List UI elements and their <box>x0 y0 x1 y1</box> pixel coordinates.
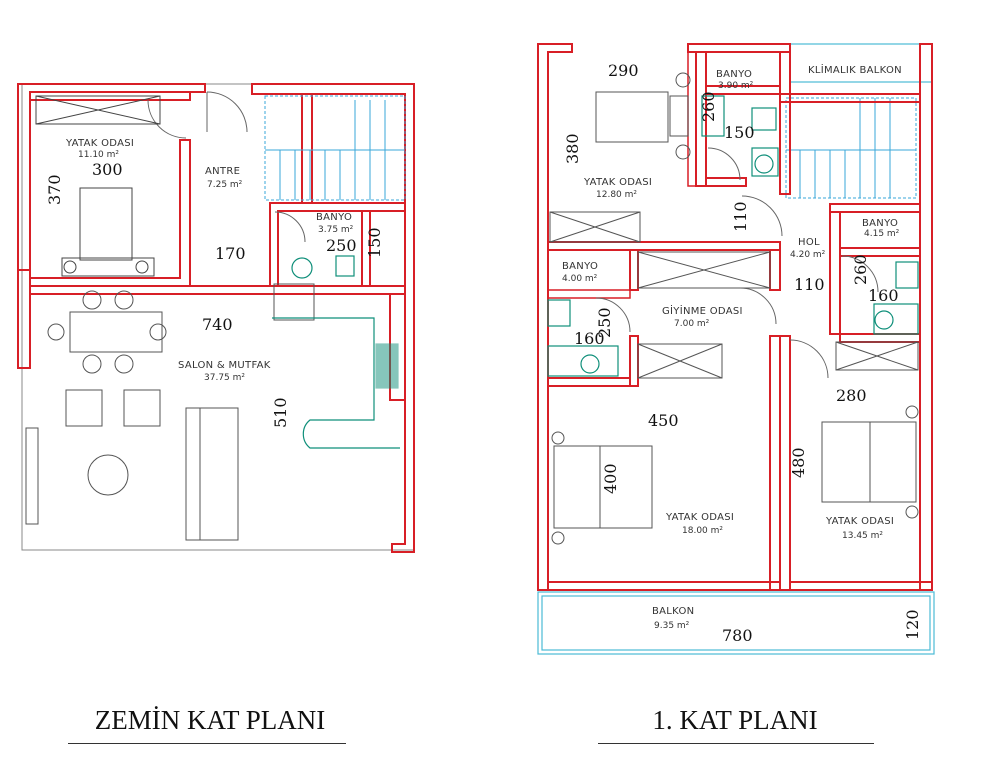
room-bed3-name: YATAK ODASI <box>825 516 894 527</box>
room-hall-name: HOL <box>798 237 820 248</box>
room-bath3-name: BANYO <box>562 261 598 272</box>
dim-250: 250 <box>595 307 614 338</box>
first-stairs <box>785 97 917 199</box>
ground-labels: 300 370 170 250 150 740 510 YATAK ODASI … <box>45 138 384 428</box>
ground-furniture <box>25 283 315 541</box>
room-dressing-name: GİYİNME ODASI <box>662 304 743 317</box>
first-furniture <box>549 72 919 545</box>
ground-stairs <box>264 95 406 201</box>
room-bath1-name: BANYO <box>716 69 752 80</box>
room-bath2-area: 4.15 m² <box>864 229 900 239</box>
room-bath2-name: BANYO <box>862 218 898 229</box>
room-bed2-area: 18.00 m² <box>682 526 723 536</box>
dim-510: 510 <box>271 397 290 428</box>
room-dressing-area: 7.00 m² <box>674 319 710 329</box>
first-fixtures <box>547 95 919 377</box>
dim-170: 170 <box>215 244 246 263</box>
first-doors <box>595 147 879 379</box>
room-living-name: SALON & MUTFAK <box>178 360 271 371</box>
dim-160b: 160 <box>574 329 605 348</box>
room-bath1-area: 3.90 m² <box>718 81 754 91</box>
room-living-area: 37.75 m² <box>204 373 245 383</box>
room-entry-area: 7.25 m² <box>207 180 243 190</box>
room-entry-name: ANTRE <box>205 166 240 177</box>
room-bedroom-name: YATAK ODASI <box>65 138 134 149</box>
dim-400: 400 <box>601 463 620 494</box>
ground-floor-plan: 300 370 170 250 150 740 510 YATAK ODASI … <box>17 83 415 553</box>
dim-450: 450 <box>648 411 679 430</box>
ground-kitchen <box>272 255 400 449</box>
dim-380: 380 <box>563 133 582 164</box>
dim-280: 280 <box>836 386 867 405</box>
first-floor-title: 1. KAT PLANI <box>652 705 818 735</box>
room-bed1-area: 12.80 m² <box>596 190 637 200</box>
dim-740: 740 <box>202 315 233 334</box>
room-balcony-name: BALKON <box>652 606 694 617</box>
room-bed3-area: 13.45 m² <box>842 531 883 541</box>
dim-250: 250 <box>326 236 357 255</box>
room-bath3-area: 4.00 m² <box>562 274 598 284</box>
dim-120: 120 <box>903 609 922 640</box>
first-walls <box>537 43 933 591</box>
ground-doors <box>147 91 306 243</box>
first-labels: 290 380 260 150 110 110 260 160 250 160 … <box>562 61 922 645</box>
dim-150: 150 <box>365 227 384 258</box>
first-floor-plan: 290 380 260 150 110 110 260 160 250 160 … <box>537 43 935 655</box>
ground-title-underline <box>68 743 346 744</box>
room-bed2-name: YATAK ODASI <box>665 512 734 523</box>
ground-floor-title: ZEMİN KAT PLANI <box>94 705 326 735</box>
dim-780: 780 <box>722 626 753 645</box>
dim-160a: 160 <box>868 286 899 305</box>
room-balcony-area: 9.35 m² <box>654 621 690 631</box>
dim-260a: 260 <box>699 91 718 122</box>
dim-370: 370 <box>45 174 64 205</box>
dim-260b: 260 <box>851 254 870 285</box>
room-hall-area: 4.20 m² <box>790 250 826 260</box>
room-ac-balcony-name: KLİMALIK BALKON <box>808 63 902 76</box>
ground-bed <box>35 95 161 277</box>
room-bed1-name: YATAK ODASI <box>583 177 652 188</box>
first-title-underline <box>598 743 874 744</box>
dim-480: 480 <box>789 447 808 478</box>
dim-300: 300 <box>92 160 123 179</box>
room-bath-name: BANYO <box>316 212 352 223</box>
dim-150: 150 <box>724 123 755 142</box>
room-bath-area: 3.75 m² <box>318 225 354 235</box>
dim-110b: 110 <box>794 275 825 294</box>
dim-110a: 110 <box>731 201 750 232</box>
room-bedroom-area: 11.10 m² <box>78 150 119 160</box>
dim-290: 290 <box>608 61 639 80</box>
